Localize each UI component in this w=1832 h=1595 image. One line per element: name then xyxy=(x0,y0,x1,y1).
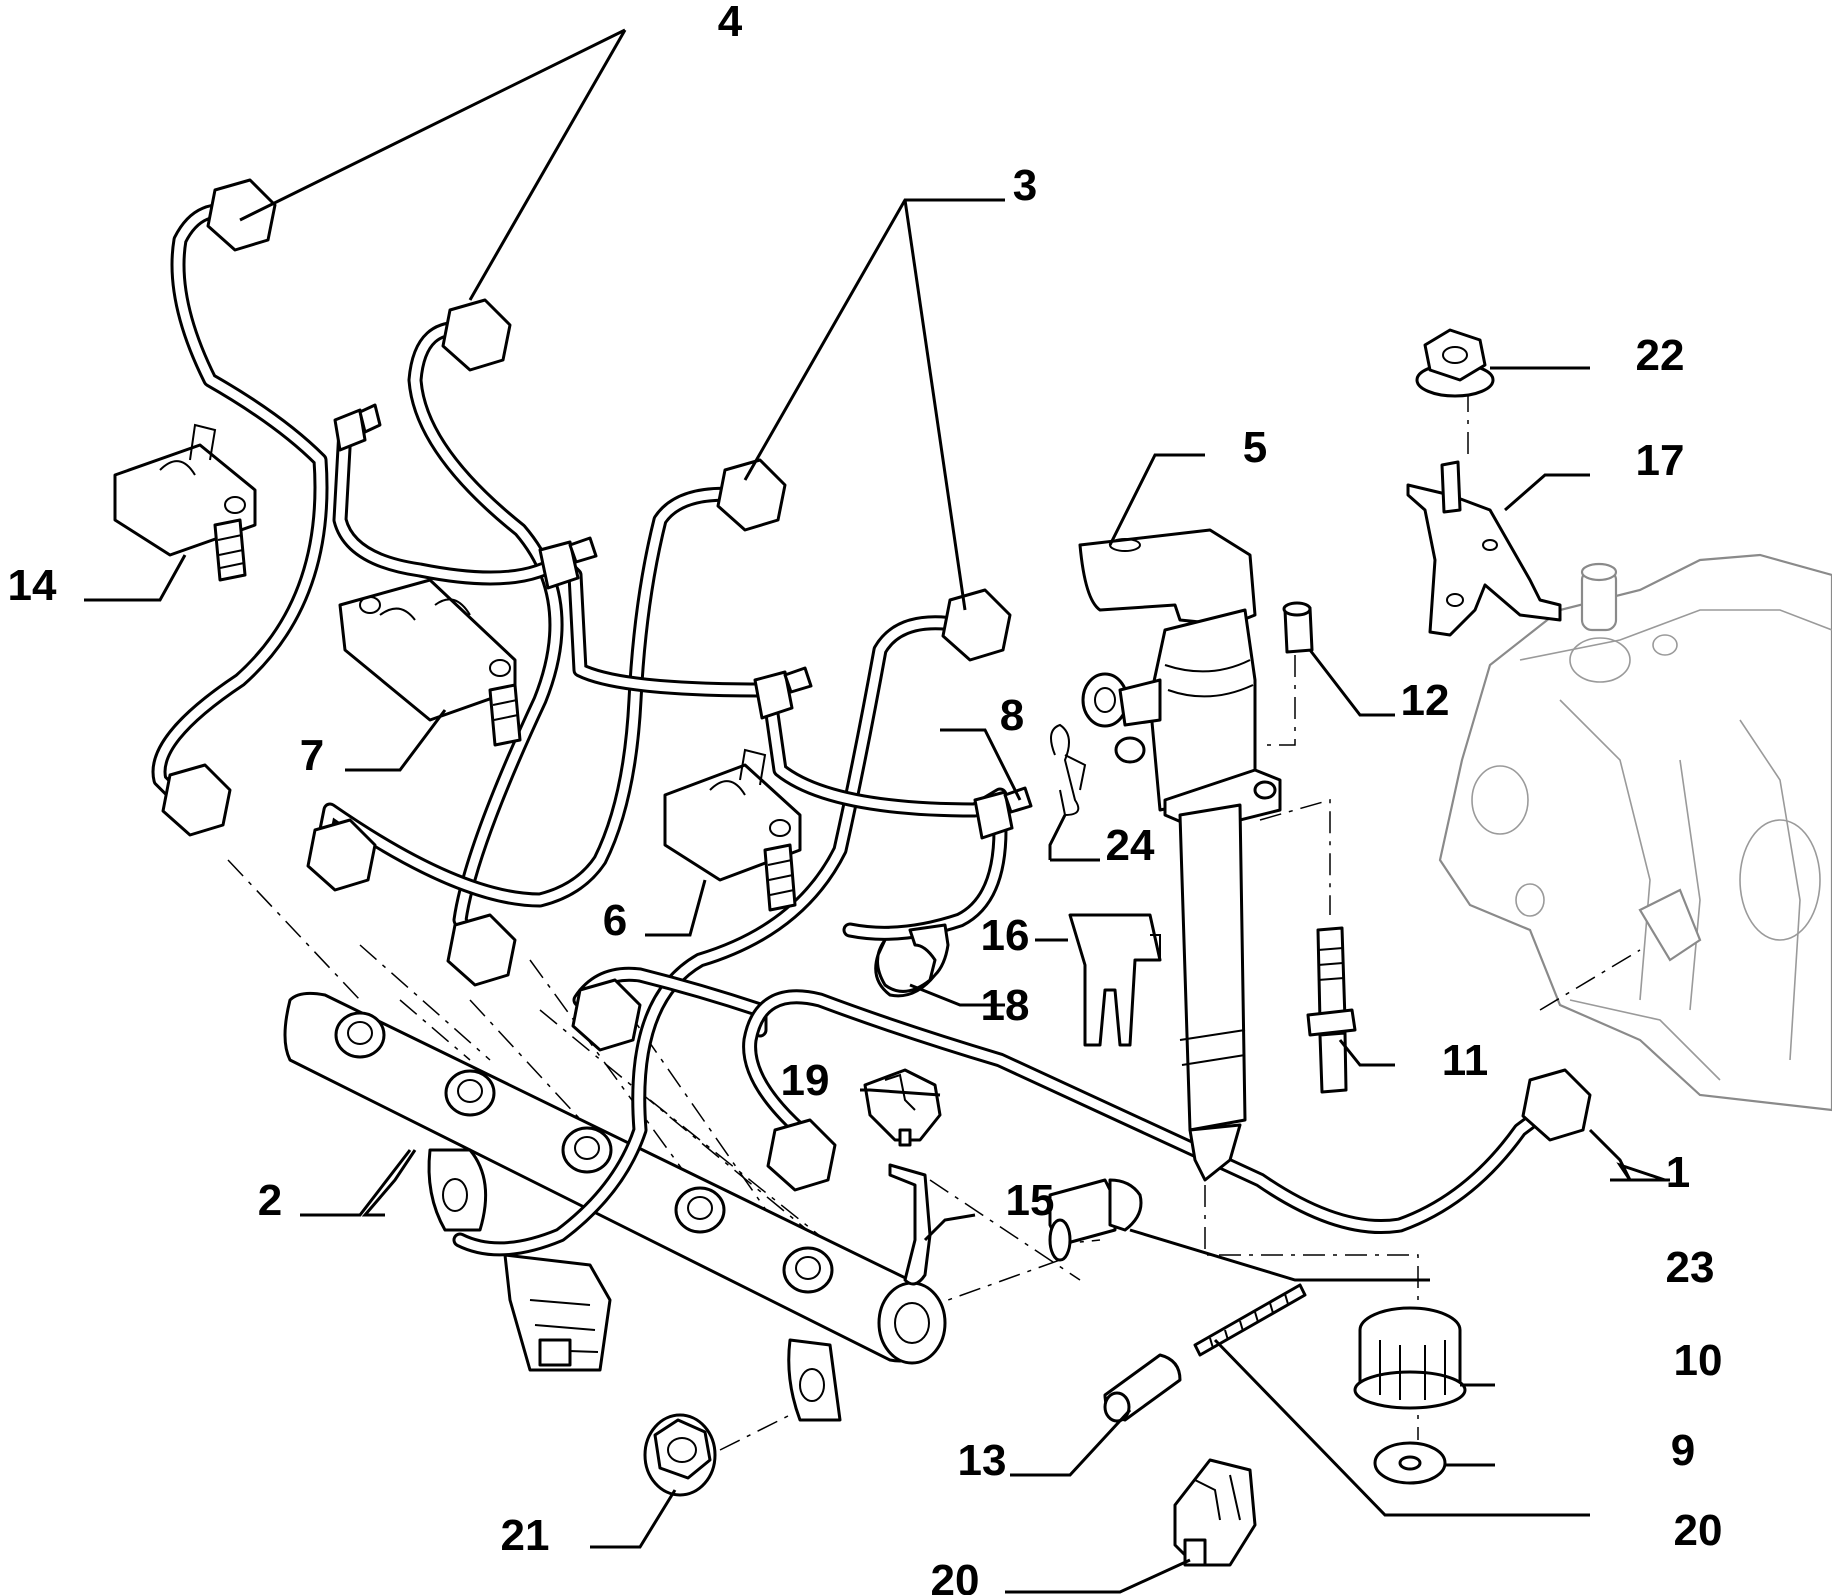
nut-22 xyxy=(1415,328,1495,398)
bracket-17 xyxy=(1406,460,1562,637)
callout-21: 21 xyxy=(501,1511,550,1560)
callout-13: 13 xyxy=(958,1436,1007,1485)
clip-18 xyxy=(874,923,950,998)
callout-11: 11 xyxy=(1442,1036,1489,1085)
washer-9 xyxy=(1373,1441,1447,1485)
callout-4: 4 xyxy=(718,0,743,46)
callout-14: 14 xyxy=(8,561,57,610)
union-nuts xyxy=(161,178,1592,1192)
clamp-6 xyxy=(663,748,802,912)
fuel-rail xyxy=(283,991,947,1422)
callout-24: 24 xyxy=(1106,821,1155,870)
callout-23: 23 xyxy=(1666,1243,1715,1292)
callout-17: 17 xyxy=(1636,436,1685,485)
injector xyxy=(1078,528,1282,1182)
sleeve-13 xyxy=(1103,1353,1182,1423)
callout-5: 5 xyxy=(1243,423,1267,472)
callout-7: 7 xyxy=(300,731,324,780)
threaded-rod-20 xyxy=(1193,1283,1307,1357)
callout-1: 1 xyxy=(1666,1148,1690,1197)
callout-18: 18 xyxy=(981,981,1030,1030)
leader-lines xyxy=(84,28,1670,1594)
high-pressure-pump xyxy=(1438,553,1832,1112)
injector-pipes-4 xyxy=(151,203,564,968)
clamp-7 xyxy=(338,578,522,747)
pump-feed-pipe xyxy=(742,989,1568,1235)
clamp-16 xyxy=(1068,913,1162,1047)
rail-outlets xyxy=(334,1011,834,1294)
nut-21 xyxy=(643,1413,717,1497)
callout-12: 12 xyxy=(1401,676,1450,725)
callout-15: 15 xyxy=(1006,1176,1055,1225)
callout-3: 3 xyxy=(1013,161,1037,210)
callout-labels: 1 2 3 4 5 6 7 8 9 10 11 12 13 14 15 16 1… xyxy=(8,0,1723,1595)
clip-24 xyxy=(1050,723,1087,817)
callout-2: 2 xyxy=(258,1176,282,1225)
callout-8: 8 xyxy=(1000,691,1024,740)
connector-20 xyxy=(1173,1458,1257,1567)
callout-9: 9 xyxy=(1671,1426,1695,1475)
callout-6: 6 xyxy=(603,896,627,945)
callout-10: 10 xyxy=(1674,1336,1723,1385)
callout-16: 16 xyxy=(981,911,1030,960)
bracket-15 xyxy=(888,1163,932,1286)
callout-20-rod: 20 xyxy=(1674,1506,1723,1555)
connector-19 xyxy=(863,1068,942,1147)
clamp-14 xyxy=(113,423,257,582)
leak-off-lines xyxy=(332,422,1008,941)
leak-off-connectors xyxy=(333,403,1033,840)
insert-10 xyxy=(1353,1306,1467,1410)
bolt-23 xyxy=(1048,1178,1143,1262)
callout-19: 19 xyxy=(781,1056,830,1105)
stud-11 xyxy=(1306,926,1357,1094)
sleeve-12 xyxy=(1282,601,1314,654)
callout-20-connector: 20 xyxy=(931,1556,980,1595)
injector-pipes-3 xyxy=(312,486,968,1257)
callout-22: 22 xyxy=(1636,331,1685,380)
